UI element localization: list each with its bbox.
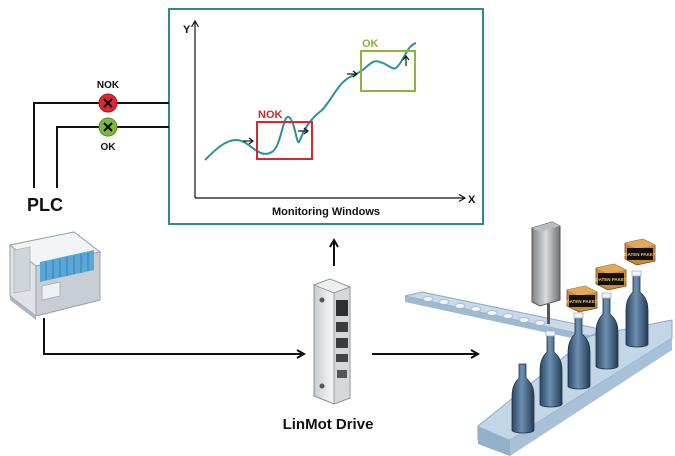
y-axis-label: Y <box>183 24 191 36</box>
ok-wire <box>56 126 99 188</box>
x-mark-icon <box>103 98 113 108</box>
bottle-caps <box>545 270 642 337</box>
nok-wire <box>33 102 99 188</box>
bottle <box>625 275 649 348</box>
ok-signal-label: OK <box>101 142 117 153</box>
package-label-2: DATEN PAKET <box>595 277 627 282</box>
ok-window <box>360 50 416 92</box>
nok-signal-label: NOK <box>97 80 120 91</box>
package-label-3: DATEN PAKET <box>624 252 656 257</box>
plc-label: PLC <box>27 195 63 215</box>
nok-window <box>256 121 313 160</box>
monitoring-panel: Y X Monitoring Windows NOK OK <box>168 8 484 225</box>
data-package-2: DATEN PAKET <box>595 263 627 291</box>
x-mark-icon <box>103 122 113 132</box>
bottle <box>595 297 619 370</box>
plc-to-drive-arrow <box>43 318 304 354</box>
ok-exit-arrow-icon <box>402 55 410 61</box>
nok-exit-arrow-icon <box>303 127 309 135</box>
sensor-actuator-icon <box>531 221 561 324</box>
bottle <box>511 363 535 434</box>
x-axis-arrow-icon <box>458 193 467 203</box>
monitoring-frame <box>168 8 484 225</box>
package-label-1: DATEN PAKET <box>566 299 598 304</box>
ok-entry-arrow-icon <box>352 70 358 78</box>
ok-window-label: OK <box>362 38 379 50</box>
bottles <box>511 275 649 434</box>
x-axis-label: X <box>468 194 476 206</box>
nok-indicator: NOK <box>97 80 120 113</box>
linmot-drive-icon <box>312 278 352 405</box>
conveyor-belt <box>404 291 673 456</box>
nok-entry-arrow-icon <box>248 137 254 145</box>
ok-indicator: OK <box>98 117 118 153</box>
bottle <box>567 317 591 390</box>
drive-label: LinMot Drive <box>283 416 374 433</box>
signal-wires <box>33 102 169 188</box>
data-package-3: DATEN PAKET <box>624 238 656 266</box>
nok-window-label: NOK <box>258 109 283 121</box>
monitoring-title: Monitoring Windows <box>272 206 380 218</box>
plc-device-icon <box>8 231 102 320</box>
y-axis-arrow-icon <box>190 19 200 28</box>
data-package-1: DATEN PAKET <box>566 285 598 313</box>
bottle <box>539 335 563 408</box>
